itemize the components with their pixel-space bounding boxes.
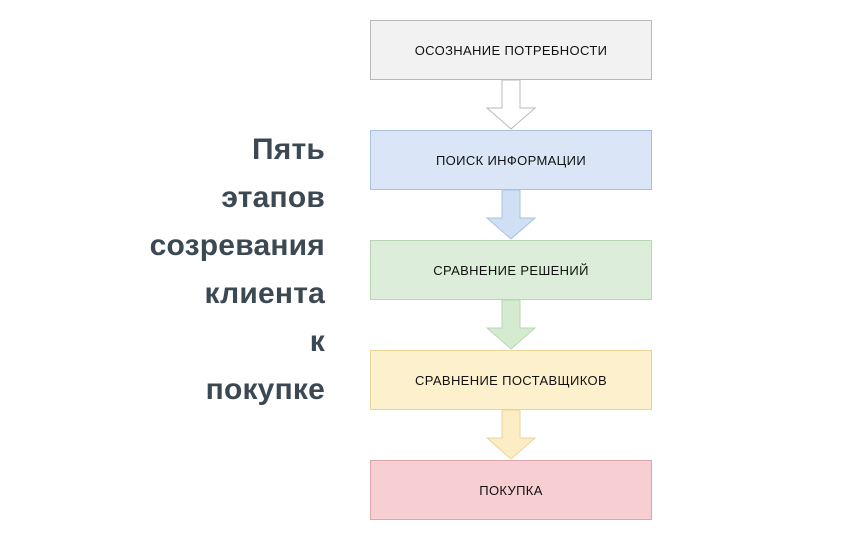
stage-box-solution-comparison[interactable]: СРАВНЕНИЕ РЕШЕНИЙ: [370, 240, 652, 300]
stage-box-information-search[interactable]: ПОИСК ИНФОРМАЦИИ: [370, 130, 652, 190]
down-arrow-icon: [481, 80, 541, 130]
title-line-2: этапов: [221, 181, 325, 214]
title-line-5: к: [309, 325, 325, 358]
down-arrow-icon: [481, 300, 541, 350]
down-arrow-icon: [481, 190, 541, 240]
title-line-4: клиента: [204, 277, 325, 310]
stage-box-purchase[interactable]: ПОКУПКА: [370, 460, 652, 520]
stage-label: ПОИСК ИНФОРМАЦИИ: [435, 152, 587, 168]
title-line-1: Пять: [251, 133, 325, 166]
title-line-6: покупке: [205, 373, 325, 406]
title-line-3: созревания: [149, 229, 325, 262]
stage-label: ПОКУПКА: [479, 482, 543, 498]
diagram-title: Пять этапов созревания клиента к покупке: [95, 126, 325, 414]
stage-label: СРАВНЕНИЕ РЕШЕНИЙ: [433, 262, 589, 278]
stage-box-awareness[interactable]: ОСОЗНАНИЕ ПОТРЕБНОСТИ: [370, 20, 652, 80]
stage-label: СРАВНЕНИЕ ПОСТАВЩИКОВ: [415, 372, 607, 388]
down-arrow-icon: [481, 410, 541, 460]
stage-label: ОСОЗНАНИЕ ПОТРЕБНОСТИ: [414, 42, 608, 58]
stage-flow: ОСОЗНАНИЕ ПОТРЕБНОСТИ ПОИСК ИНФОРМАЦИИ С…: [370, 20, 652, 520]
stage-box-vendor-comparison[interactable]: СРАВНЕНИЕ ПОСТАВЩИКОВ: [370, 350, 652, 410]
